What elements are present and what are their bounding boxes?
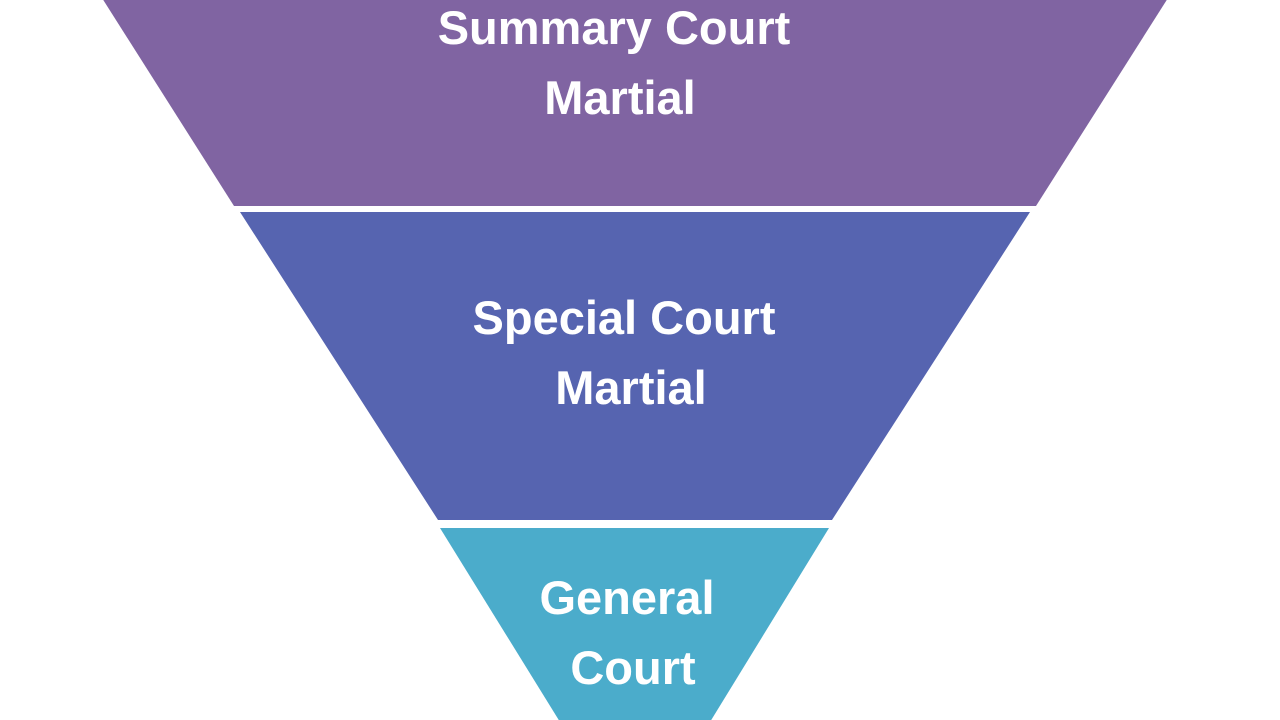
tier-general-shape — [440, 528, 829, 720]
tier-general-label-line-2: Court — [570, 641, 696, 694]
tier-summary-label-line-2: Martial — [544, 71, 696, 124]
tier-summary-shape — [103, 0, 1167, 206]
tier-special-label-line-1: Special Court — [473, 291, 776, 344]
tier-special-shape — [240, 212, 1030, 520]
tier-summary-label-line-1: Summary Court — [438, 1, 791, 54]
tier-summary-court-martial: Summary Court Martial — [103, 0, 1167, 206]
tier-special-label-line-2: Martial — [555, 361, 707, 414]
tier-special-court-martial: Special Court Martial — [240, 212, 1030, 520]
tier-general-court: General Court — [440, 528, 829, 720]
tier-general-label-line-1: General — [539, 571, 714, 624]
